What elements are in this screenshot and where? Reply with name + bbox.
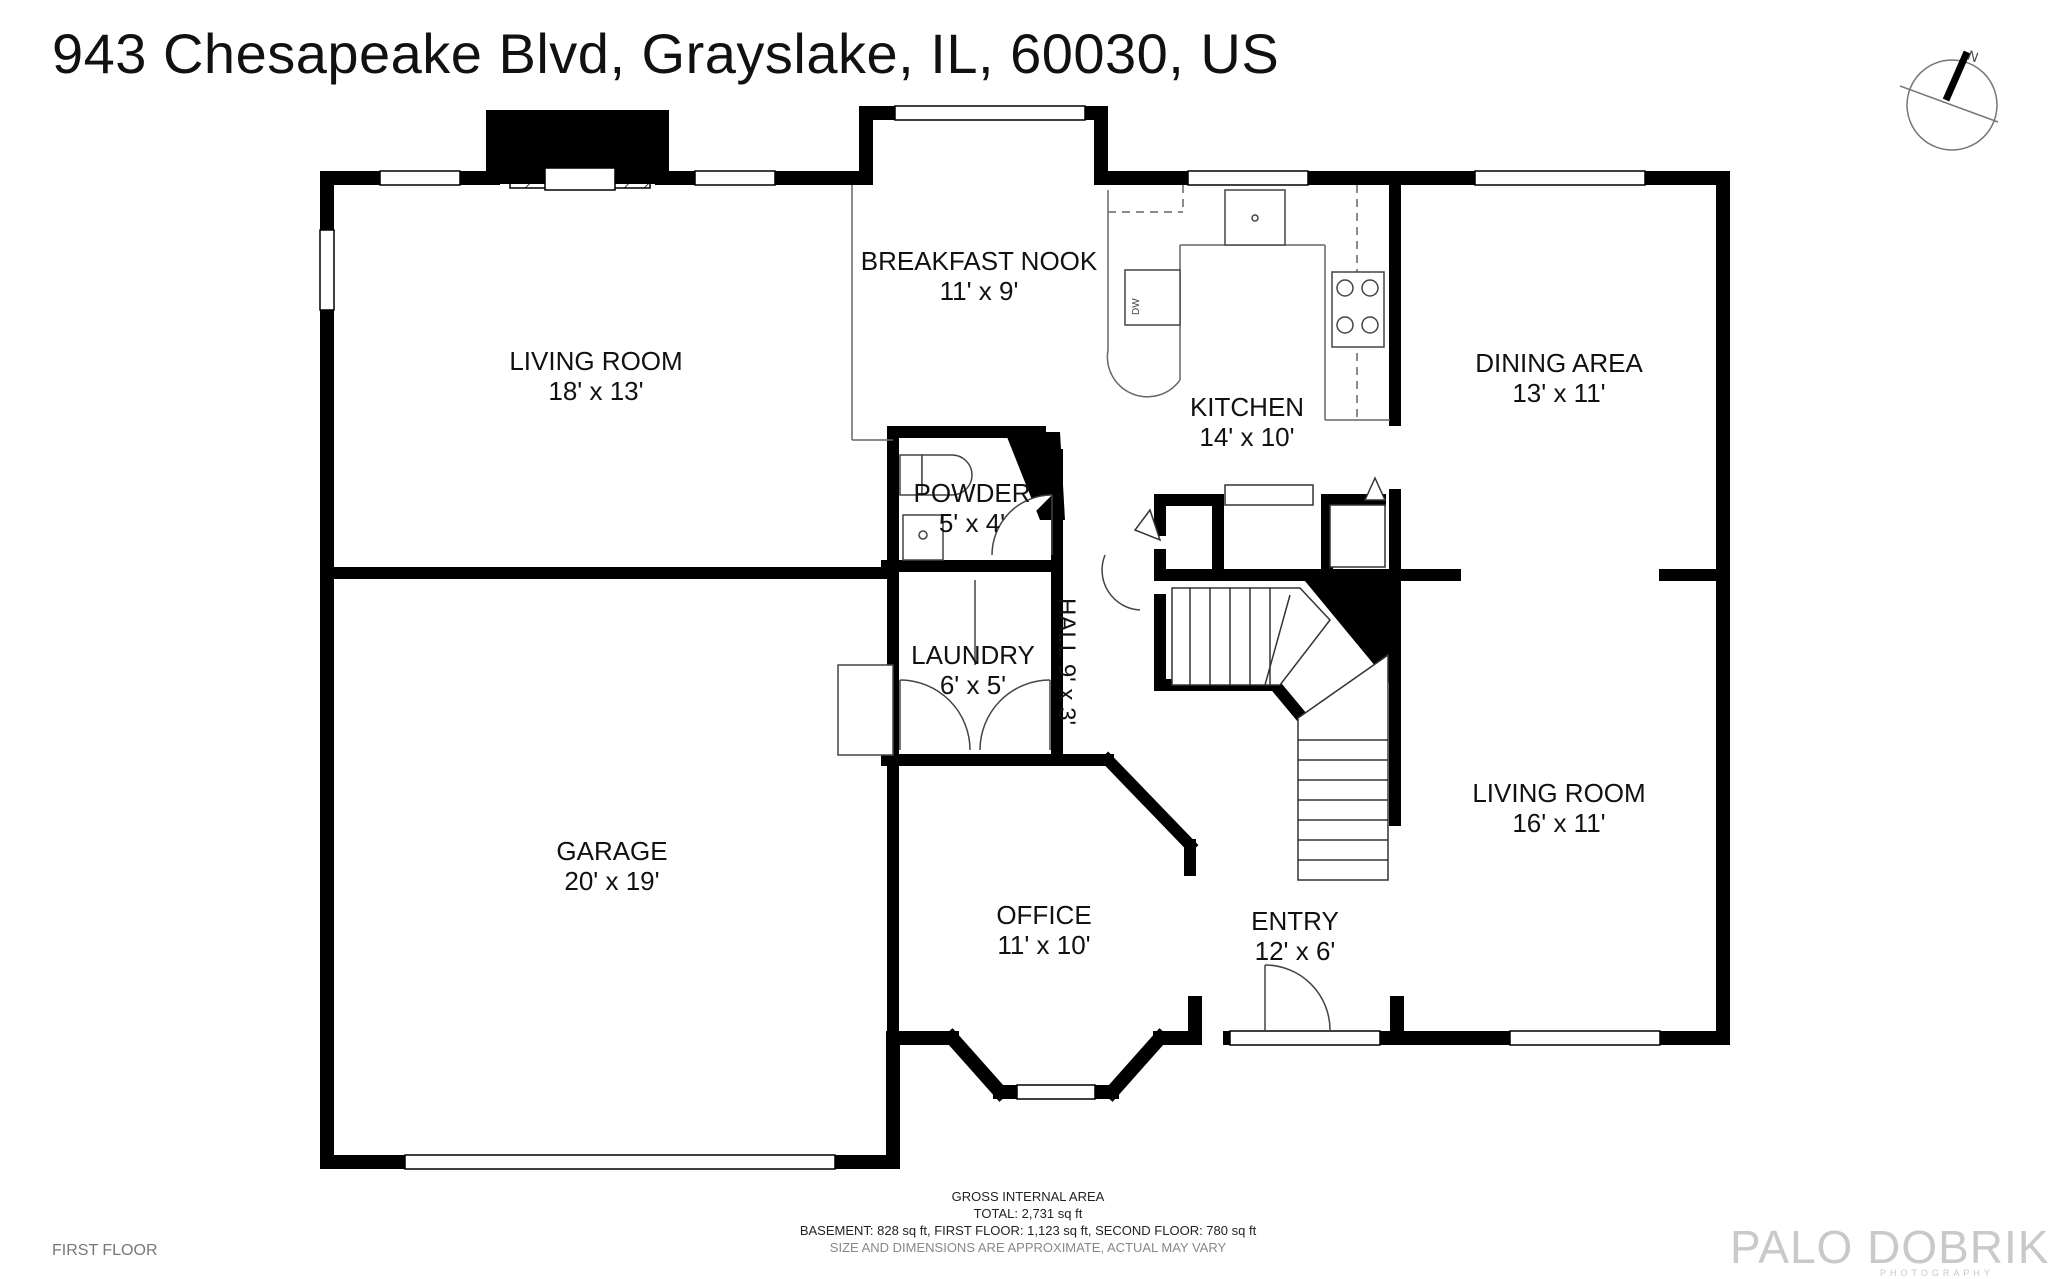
staircase (1171, 587, 1389, 881)
fireplace (493, 117, 662, 191)
room-label-laundry: LAUNDRY 6' x 5' (911, 640, 1035, 700)
room-label-kitchen: KITCHEN 14' x 10' (1190, 392, 1304, 452)
room-name: LIVING ROOM (1472, 778, 1646, 808)
room-label-living-room: LIVING ROOM 18' x 13' (509, 346, 682, 406)
room-dims: 9' x 3' (1053, 663, 1080, 726)
room-label-hall: HALL 9' x 3' (1052, 598, 1080, 725)
room-dims: 12' x 6' (1254, 936, 1336, 966)
floor-label: FIRST FLOOR (52, 1242, 158, 1259)
room-label-office: OFFICE 11' x 10' (996, 900, 1091, 960)
area-total: TOTAL: 2,731 sq ft (973, 1206, 1083, 1221)
powder-fixtures (899, 454, 1053, 561)
room-dims: 13' x 11' (1512, 378, 1606, 408)
interior-walls (327, 176, 1723, 1044)
brand-subtitle: PHOTOGRAPHY (1880, 1268, 1994, 1278)
room-name: BREAKFAST NOOK (860, 246, 1098, 276)
property-address: 943 Chesapeake Blvd, Grayslake, IL, 6003… (52, 22, 1280, 85)
room-name: POWDER (913, 478, 1031, 508)
room-label-dining-area: DINING AREA 13' x 11' (1475, 348, 1643, 408)
gross-area-summary: GROSS INTERNAL AREA TOTAL: 2,731 sq ft B… (800, 1188, 1256, 1256)
area-note: SIZE AND DIMENSIONS ARE APPROXIMATE, ACT… (829, 1240, 1227, 1255)
room-dims: 11' x 9' (939, 276, 1019, 306)
room-label-garage: GARAGE 20' x 19' (556, 836, 667, 896)
room-dims: 5' x 4' (938, 508, 1006, 538)
compass-icon (1899, 50, 1999, 151)
room-label-powder: POWDER 5' x 4' (914, 478, 1031, 538)
room-dims: 11' x 10' (997, 930, 1091, 960)
kitchen-fixtures (1124, 189, 1385, 348)
hall-door-swing (1101, 554, 1141, 611)
stair-wall-corner (1300, 575, 1395, 690)
room-name: LAUNDRY (911, 640, 1035, 670)
room-name: LIVING ROOM (509, 346, 683, 376)
room-name: GARAGE (556, 836, 668, 866)
room-dims: 18' x 13' (548, 376, 644, 406)
closets (1133, 476, 1387, 568)
room-dims: 6' x 5' (939, 670, 1007, 700)
room-name: HALL (1053, 598, 1080, 658)
room-name: DINING AREA (1475, 348, 1643, 378)
powder-wall-corner (1005, 432, 1065, 520)
room-label-entry: ENTRY 12' x 6' (1251, 906, 1339, 966)
brand-logo: PALO DOBRIK (1730, 1221, 2048, 1273)
room-label-living-room-2: LIVING ROOM 16' x 11' (1472, 778, 1645, 838)
room-dims: 14' x 10' (1199, 422, 1295, 452)
room-name: ENTRY (1251, 906, 1339, 936)
area-breakdown: BASEMENT: 828 sq ft, FIRST FLOOR: 1,123 … (799, 1223, 1257, 1238)
room-name: OFFICE (996, 900, 1092, 930)
entry-door-swing (1264, 964, 1331, 1031)
room-name: KITCHEN (1189, 392, 1305, 422)
area-title: GROSS INTERNAL AREA (951, 1189, 1105, 1204)
room-label-breakfast-nook: BREAKFAST NOOK 11' x 9' (861, 246, 1097, 306)
thin-lines (851, 185, 1390, 441)
room-dims: 16' x 11' (1512, 808, 1606, 838)
laundry-doors (837, 580, 1051, 756)
dishwasher-label: DW (1131, 298, 1142, 315)
room-dims: 20' x 19' (564, 866, 660, 896)
windows (319, 105, 1661, 1170)
